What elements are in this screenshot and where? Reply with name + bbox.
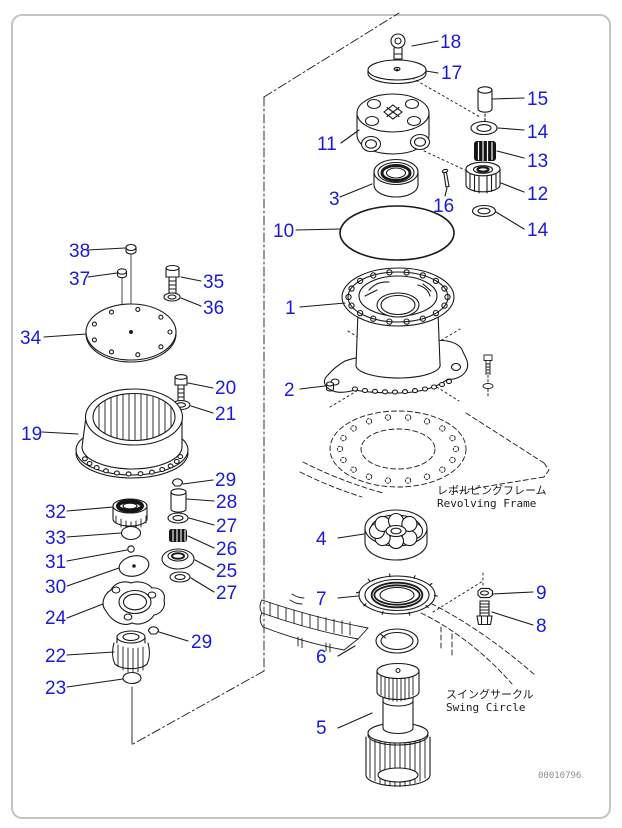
part-label-11: 11 — [317, 134, 337, 155]
part-label-27: 27 — [216, 583, 238, 604]
part-19-gearcase — [75, 388, 189, 479]
part-10-oring — [339, 205, 455, 261]
part-24-plate — [102, 581, 165, 625]
part-28-bushing — [170, 488, 187, 513]
part-label-28: 28 — [216, 492, 238, 513]
part-label-19: 19 — [21, 424, 43, 445]
part-4-bearing — [364, 509, 428, 561]
part-label-18: 18 — [440, 32, 462, 53]
part-35-bolt — [165, 264, 180, 294]
part-18-bolt — [390, 33, 406, 76]
swing-circle-label-jp: スイングサークル — [446, 688, 534, 701]
part-label-6: 6 — [316, 647, 327, 668]
part-34-cover — [85, 303, 177, 363]
part-1-housing — [323, 267, 469, 395]
part-20-bolt — [174, 374, 188, 407]
part-15-pin — [477, 86, 493, 123]
swing-circle-label-en: Swing Circle — [446, 701, 526, 714]
part-label-10: 10 — [273, 221, 295, 242]
part-label-1: 1 — [285, 298, 296, 319]
part-30-disc — [118, 555, 150, 577]
part-12-gear — [465, 161, 501, 194]
part-label-20: 20 — [215, 378, 237, 399]
part-label-9: 9 — [536, 583, 547, 604]
part-label-21: 21 — [215, 404, 237, 425]
part-label-26: 26 — [216, 539, 238, 560]
part-label-30: 30 — [45, 577, 67, 598]
part-3-bearing — [373, 158, 419, 198]
part-14-washer-lower — [471, 204, 497, 218]
part-label-5: 5 — [316, 718, 327, 739]
part-label-15: 15 — [527, 89, 549, 110]
part-8-bolt — [476, 600, 493, 626]
part-32-nut — [112, 498, 148, 531]
part-label-13: 13 — [527, 151, 549, 172]
part-26-knurled-nut — [169, 528, 187, 543]
part-6-ring — [375, 628, 419, 654]
part-label-23: 23 — [45, 678, 67, 699]
part-31-ball — [127, 545, 135, 553]
part-label-34: 34 — [20, 328, 42, 349]
part-label-4: 4 — [316, 529, 327, 550]
part-17-disc — [367, 59, 427, 85]
revolving-frame-outline — [299, 354, 550, 498]
part-5-shaft — [365, 662, 431, 788]
part-label-14: 14 — [527, 122, 549, 143]
part-29-plug-lower — [147, 626, 160, 635]
page-border — [11, 14, 611, 819]
part-27-washer-lower — [169, 571, 191, 583]
part-33-disc — [120, 525, 142, 541]
part-13-spring — [474, 140, 496, 162]
part-label-37: 37 — [69, 269, 91, 290]
part-2-plug — [325, 381, 335, 392]
swing-circle-outline — [420, 599, 537, 685]
part-label-25: 25 — [216, 561, 238, 582]
part-label-38: 38 — [69, 241, 91, 262]
part-label-33: 33 — [45, 528, 67, 549]
swing-circle-gear-sector — [259, 593, 369, 653]
part-label-27: 27 — [216, 516, 238, 537]
revolving-frame-label-jp: レボルビングフレーム — [437, 484, 547, 497]
part-label-7: 7 — [316, 589, 327, 610]
part-label-36: 36 — [203, 298, 225, 319]
part-29-plug-upper — [171, 478, 184, 487]
part-label-17: 17 — [441, 63, 463, 84]
drawing-number: 00010796 — [538, 771, 582, 781]
part-label-8: 8 — [536, 616, 547, 637]
part-11-carrier — [356, 93, 431, 155]
part-36-washer — [163, 292, 181, 302]
part-label-14: 14 — [527, 220, 549, 241]
revolving-frame-label-en: Revolving Frame — [437, 497, 537, 510]
part-label-22: 22 — [45, 646, 67, 667]
part-label-16: 16 — [433, 196, 455, 217]
part-label-31: 31 — [45, 552, 67, 573]
part-9-nut — [477, 587, 494, 599]
part-23-plug — [122, 671, 142, 685]
part-label-29: 29 — [215, 470, 237, 491]
part-7-bearing-ring — [355, 573, 438, 616]
part-label-29: 29 — [191, 632, 213, 653]
part-label-24: 24 — [45, 608, 67, 629]
frame-bolt-icon — [482, 354, 494, 399]
part-22-coupling — [112, 630, 150, 673]
part-16-pin — [441, 168, 450, 188]
part-label-35: 35 — [203, 272, 225, 293]
part-14-washer-upper — [470, 120, 498, 136]
part-label-2: 2 — [284, 380, 295, 401]
leader-lines — [41, 40, 534, 729]
part-label-3: 3 — [329, 189, 340, 210]
part-label-12: 12 — [527, 184, 549, 205]
part-label-32: 32 — [45, 502, 67, 523]
part-27-washer-upper — [167, 512, 189, 524]
part-25-gear — [161, 548, 195, 570]
